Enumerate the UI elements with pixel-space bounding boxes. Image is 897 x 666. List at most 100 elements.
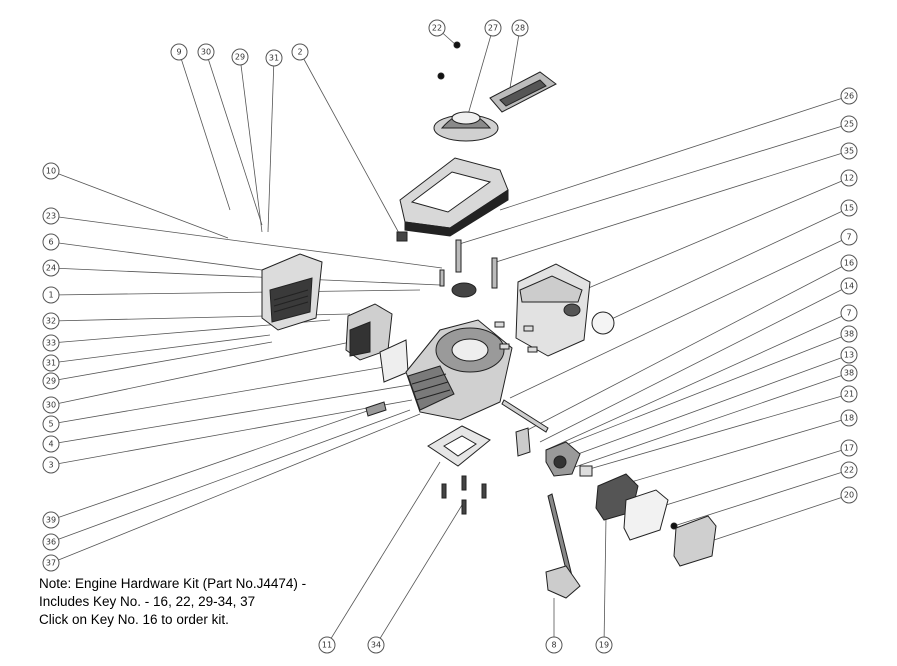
leader-line-12 [559,177,850,301]
leader-line-7 [545,312,850,451]
blower-housing-part [399,157,509,237]
key-callout-7[interactable]: 7 [840,304,858,322]
key-circle [840,486,858,504]
key-callout-1[interactable]: 1 [42,286,60,304]
key-number: 31 [269,54,279,63]
filter-cover-part [673,515,717,567]
key-callout-7[interactable]: 7 [840,228,858,246]
leader-line-38 [571,372,850,469]
key-circle [197,43,215,61]
stud-part [455,239,462,273]
nut-part [437,72,445,80]
key-callout-19[interactable]: 19 [595,636,613,654]
key-callout-18[interactable]: 18 [840,409,858,427]
key-number: 9 [176,48,181,57]
key-number: 23 [46,212,56,221]
key-callout-5[interactable]: 5 [42,415,60,433]
choke-part [579,465,593,477]
key-callout-16[interactable]: 16 [840,254,858,272]
key-callout-31[interactable]: 31 [265,49,283,67]
engine-parts-illustration [261,41,717,599]
key-number: 4 [48,440,53,449]
leader-line-31 [50,334,271,364]
key-circle [265,49,283,67]
key-callout-32[interactable]: 32 [42,312,60,330]
washer-part [670,522,678,530]
key-number: 33 [46,339,56,348]
key-callout-9[interactable]: 9 [170,43,188,61]
key-callout-14[interactable]: 14 [840,277,858,295]
leader-line-20 [713,494,850,541]
key-callout-29[interactable]: 29 [231,48,249,66]
key-number: 16 [844,259,854,268]
key-number: 12 [844,174,854,183]
key-number: 8 [551,641,556,650]
key-callout-23[interactable]: 23 [42,207,60,225]
key-callout-37[interactable]: 37 [42,554,60,572]
key-callout-6[interactable]: 6 [42,233,60,251]
key-callout-24[interactable]: 24 [42,259,60,277]
key-circle [367,636,385,654]
leader-line-17 [649,447,850,511]
key-callout-27[interactable]: 27 [484,19,502,37]
key-circle [840,228,858,246]
key-callout-28[interactable]: 28 [511,19,529,37]
key-circle [840,87,858,105]
note-line-1: Note: Engine Hardware Kit (Part No.J4474… [39,576,307,591]
key-callout-21[interactable]: 21 [840,385,858,403]
key-callout-31[interactable]: 31 [42,354,60,372]
key-callout-20[interactable]: 20 [840,486,858,504]
key-callout-8[interactable]: 8 [545,636,563,654]
leader-line-6 [50,241,263,271]
pin-part [523,325,534,332]
key-callout-10[interactable]: 10 [42,162,60,180]
key-number: 31 [46,359,56,368]
key-callout-38[interactable]: 38 [840,364,858,382]
leader-line-4 [50,379,441,445]
key-circle [42,312,60,330]
leader-line-18 [603,417,850,491]
key-callout-25[interactable]: 25 [840,115,858,133]
key-callout-38[interactable]: 38 [840,325,858,343]
key-callout-34[interactable]: 34 [367,636,385,654]
key-callout-33[interactable]: 33 [42,334,60,352]
key-callout-11[interactable]: 11 [318,636,336,654]
leader-line-35 [495,150,850,263]
leader-line-29 [239,56,263,233]
key-circle [42,259,60,277]
key-callout-12[interactable]: 12 [840,169,858,187]
key-number: 30 [46,401,56,410]
key-callout-22[interactable]: 22 [840,461,858,479]
key-callout-2[interactable]: 2 [291,43,309,61]
key-circle [840,364,858,382]
note-line-2: Includes Key No. - 16, 22, 29-34, 37 [39,594,256,609]
key-circle [42,396,60,414]
key-number: 6 [48,238,53,247]
key-number: 2 [297,48,302,57]
key-number: 28 [515,24,525,33]
key-circle [170,43,188,61]
key-callout-26[interactable]: 26 [840,87,858,105]
key-callout-29[interactable]: 29 [42,372,60,390]
key-callout-39[interactable]: 39 [42,511,60,529]
key-callout-30[interactable]: 30 [42,396,60,414]
key-callout-22[interactable]: 22 [428,19,446,37]
key-callout-3[interactable]: 3 [42,456,60,474]
key-callout-36[interactable]: 36 [42,533,60,551]
key-callout-4[interactable]: 4 [42,435,60,453]
leader-line-28 [509,27,521,89]
key-circle [840,346,858,364]
key-number: 5 [48,420,53,429]
leader-line-23 [50,215,443,269]
muffler-guard-part [591,311,615,335]
leader-line-7 [509,236,850,399]
muffler-part [515,263,591,357]
key-number: 10 [46,167,56,176]
key-callout-15[interactable]: 15 [840,199,858,217]
leader-line-11 [326,461,441,646]
key-callout-17[interactable]: 17 [840,439,858,457]
key-callout-30[interactable]: 30 [197,43,215,61]
pin-part [527,346,538,353]
key-callout-13[interactable]: 13 [840,346,858,364]
key-callout-35[interactable]: 35 [840,142,858,160]
